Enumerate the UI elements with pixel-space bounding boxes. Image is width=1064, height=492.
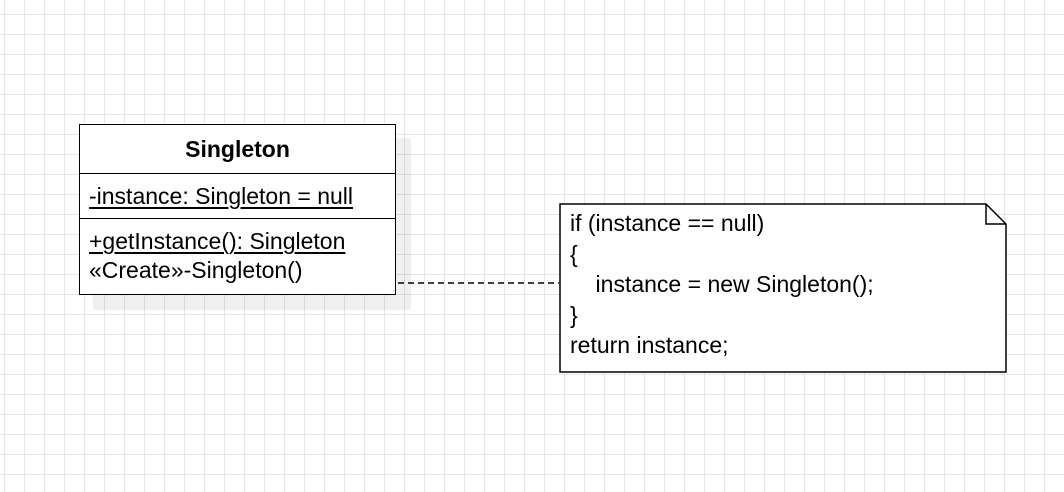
class-operations: +getInstance(): Singleton «Create»-Singl… [80,219,395,285]
note-code: if (instance == null) { instance = new S… [570,208,990,361]
note-folded-corner [985,204,1006,225]
class-attributes: -instance: Singleton = null [80,174,395,219]
singleton-class[interactable]: Singleton -instance: Singleton = null +g… [79,124,396,295]
code-line: instance = new Singleton(); [570,271,874,297]
note-shape[interactable] [559,203,1009,375]
code-line: return instance; [570,332,729,358]
operation-get-instance: +getInstance(): Singleton [89,228,346,254]
code-line: } [570,301,578,328]
code-line: if (instance == null) [570,210,765,236]
code-line: { [570,240,578,267]
attribute-instance: -instance: Singleton = null [89,183,354,209]
operation-constructor: «Create»-Singleton() [89,257,303,283]
class-name: Singleton [80,125,395,174]
note-body [559,203,1007,373]
